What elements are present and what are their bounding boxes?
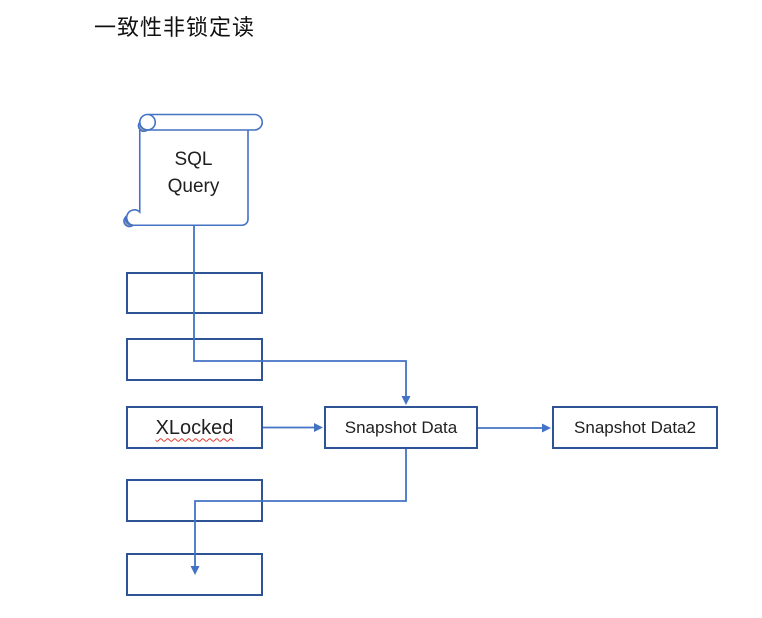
scroll-top-roll (147, 113, 263, 131)
step-box-1[interactable] (126, 272, 263, 314)
step-box-2[interactable] (126, 338, 263, 381)
xlocked-label: XLocked (155, 416, 234, 439)
snapshot-data2-label: Snapshot Data2 (574, 417, 696, 437)
step-box-5[interactable] (126, 553, 263, 596)
step-box-4[interactable] (126, 479, 263, 522)
sql-query-label: SQL Query (167, 149, 220, 197)
snapshot-data-box[interactable]: Snapshot Data (324, 406, 478, 449)
diagram-title: 一致性非锁定读 (94, 15, 256, 40)
scroll-top-curl (137, 120, 150, 133)
scroll-bottom-curl (123, 215, 136, 228)
snapshot-data-label: Snapshot Data (344, 417, 458, 437)
snapshot-data2-box[interactable]: Snapshot Data2 (552, 406, 718, 449)
scroll-top-curl-ring (138, 113, 157, 131)
xlocked-box[interactable]: XLocked (126, 406, 263, 449)
